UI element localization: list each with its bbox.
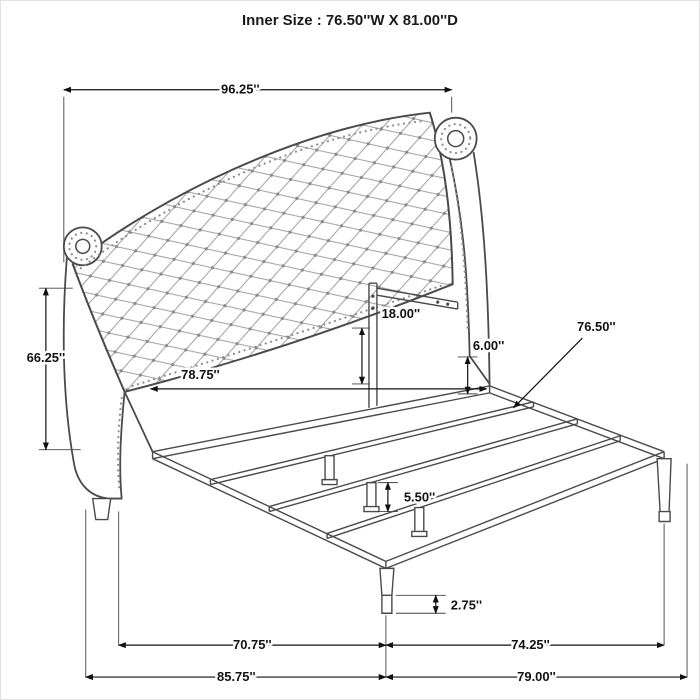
dim-base-depth: 74.25'' (385, 635, 665, 655)
slat-3 (326, 435, 621, 540)
left-scroll-center (75, 238, 91, 255)
dim-pointer-slat-length (512, 337, 583, 409)
bolt-hole-3 (436, 300, 440, 304)
dim-slat-length: 76.50'' (512, 317, 618, 409)
dim-rail-height: 6.00'' (464, 336, 507, 395)
dim-label-headboard-width: 96.25'' (221, 82, 260, 97)
foot-rail (385, 451, 665, 570)
bed-frame (151, 282, 672, 614)
center-support-leg-1 (321, 454, 338, 486)
dim-label-headboard-height: 66.25'' (27, 350, 66, 365)
bolt-hole-2 (371, 306, 375, 310)
left-wing (62, 257, 126, 500)
dim-label-base-depth: 74.25'' (511, 637, 550, 652)
left-scroll-nailheads (68, 231, 98, 261)
dim-label-overall-width: 85.75'' (217, 669, 256, 684)
center-support-leg-2 (363, 481, 380, 513)
headboard (62, 111, 491, 521)
left-front-leg (91, 497, 112, 521)
nailhead-trim (79, 119, 469, 493)
dim-label-panel-drop: 18.00'' (382, 306, 421, 321)
dim-label-overall-depth: 79.00'' (517, 669, 556, 684)
dim-label-slat-length: 76.50'' (577, 319, 616, 334)
dim-center-leg-height: 5.50'' (384, 481, 438, 513)
dim-label-center-leg-height: 5.50'' (404, 490, 435, 505)
dim-label-inner-width: 78.75'' (181, 367, 220, 382)
headboard-panel-edge (123, 390, 154, 453)
dim-inner-width: 78.75'' (149, 364, 488, 392)
dim-headboard-height: 66.25'' (24, 287, 68, 451)
center-support-leg-3 (411, 506, 428, 538)
slat-1 (209, 401, 535, 486)
right-scroll-center (446, 129, 465, 148)
headboard-tufted-face (71, 111, 454, 394)
slat-2 (268, 418, 579, 513)
dim-headboard-width: 96.25'' (63, 79, 453, 99)
bolt-hole-1 (371, 294, 375, 298)
right-scroll-nailheads (440, 123, 472, 155)
page-title: Inner Size : 76.50''W X 81.00''D (242, 12, 458, 29)
foot-leg (379, 567, 395, 614)
right-corner-leg (656, 457, 672, 523)
bolt-hole-4 (446, 302, 450, 306)
dim-panel-drop: 18.00'' (358, 304, 423, 385)
dim-foot-glide-height: 2.75'' (432, 594, 485, 615)
bracket-arm (376, 287, 459, 310)
dim-label-foot-glide-height: 2.75'' (451, 597, 482, 612)
dim-overall-width: 85.75'' (84, 667, 387, 687)
dimension-annotations: 96.25'' 66.25'' 18.00'' 78.75'' 6.00'' 7… (24, 79, 688, 687)
dim-overall-depth: 79.00'' (385, 667, 688, 687)
back-rail (151, 385, 491, 460)
bed-drawing (62, 111, 672, 614)
dim-label-rail-height: 6.00'' (473, 338, 504, 353)
dim-base-width: 70.75'' (117, 635, 387, 655)
dim-label-base-width: 70.75'' (233, 637, 272, 652)
